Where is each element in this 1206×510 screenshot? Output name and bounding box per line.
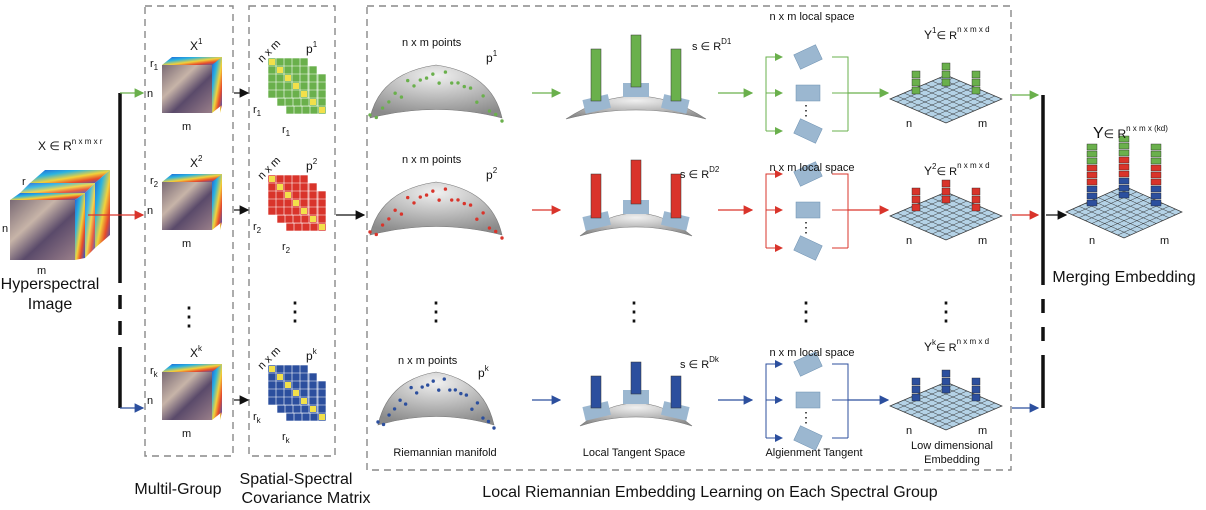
caption-multi-group: Multil-Group — [134, 481, 221, 498]
group-n-1: n — [147, 88, 153, 100]
merge-formula: Y∈ Rn x m x (kd) — [1093, 124, 1168, 142]
manifold-p-1: p1 — [486, 49, 498, 65]
manifold-p-2: p2 — [486, 166, 498, 182]
cov-r-bottom-2: r2 — [282, 241, 291, 255]
local-space-label-1: n x m local space — [770, 11, 855, 23]
group-m-3: m — [182, 428, 191, 440]
input-formula: X ∈ Rn x m x r — [38, 137, 103, 153]
local-space-label-3: n x m local space — [770, 347, 855, 359]
tangent-space-3 — [579, 361, 693, 427]
embedding-m-3: m — [978, 425, 987, 437]
svg-text:⋮: ⋮ — [799, 409, 813, 425]
group-r-3: rk — [150, 365, 159, 379]
group-label-1: X1 — [190, 37, 203, 53]
split-bar — [88, 88, 145, 413]
hyperspectral-cube — [10, 170, 110, 260]
group-n-2: n — [147, 205, 153, 217]
multi-group-box — [144, 5, 234, 457]
embedding-n-1: n — [906, 118, 912, 130]
alignment-3: ⋮ — [765, 351, 890, 451]
group-m-2: m — [182, 238, 191, 250]
tangent-s-1: s ∈ RD1 — [692, 37, 732, 53]
alignment-1: ⋮ — [765, 44, 890, 144]
input-caption-line2: Image — [28, 296, 73, 313]
cov-p-2: p2 — [306, 157, 318, 173]
cov-r-bottom-3: rk — [282, 431, 291, 445]
ellipsis-alignment: ⋮ — [793, 296, 819, 326]
tangent-space-1 — [565, 34, 707, 120]
svg-text:⋮: ⋮ — [799, 102, 813, 118]
tangent-s-3: s ∈ RDk — [680, 355, 720, 371]
embedding-label-1: Y1∈ Rn x m x d — [924, 25, 990, 42]
cov-r-2: r2 — [253, 221, 262, 235]
group-label-3: Xk — [190, 344, 203, 360]
covariance-matrix-2 — [267, 174, 327, 232]
cov-p-1: p1 — [306, 40, 318, 56]
stage-local-tangent-space: Local Tangent Space — [583, 447, 686, 459]
merge-n: n — [1089, 235, 1095, 247]
cov-r-1: r1 — [253, 104, 262, 118]
covariance-matrix-1 — [267, 57, 327, 115]
ellipsis-manifold: ⋮ — [423, 296, 449, 326]
local-space-label-2: n x m local space — [770, 162, 855, 174]
ellipsis-embedding: ⋮ — [933, 296, 959, 326]
stage-riemannian-manifold: Riemannian manifold — [393, 447, 496, 459]
alignment-2: ⋮ — [765, 161, 890, 261]
manifold-2 — [368, 181, 504, 240]
points-label-2: n x m points — [402, 154, 462, 166]
tangent-space-2 — [579, 159, 693, 237]
ellipsis-multigroup: ⋮ — [176, 301, 202, 331]
group-r-2: r2 — [150, 175, 159, 189]
covariance-matrix-3 — [267, 364, 327, 422]
tangent-s-2: s ∈ RD2 — [680, 165, 720, 181]
stage-alignment-tangent: Algienment Tangent — [765, 447, 862, 459]
covariance-box — [248, 5, 336, 457]
merged-embedding — [1065, 135, 1183, 239]
caption-cov-line1: Spatial-Spectral — [240, 471, 353, 488]
cov-p-3: pk — [306, 347, 318, 363]
merge-bar — [1012, 90, 1068, 413]
svg-text:⋮: ⋮ — [799, 219, 813, 235]
embedding-label-3: Yk∈ Rn x m x d — [924, 337, 989, 354]
group-cube-3 — [162, 364, 222, 420]
input-axis-r: r — [22, 176, 26, 188]
cov-r-bottom-1: r1 — [282, 124, 291, 138]
merge-m: m — [1160, 235, 1169, 247]
manifold-3 — [376, 371, 496, 430]
group-cube-1 — [162, 57, 222, 113]
group-r-1: r1 — [150, 58, 159, 72]
embedding-m-1: m — [978, 118, 987, 130]
ellipsis-covariance: ⋮ — [282, 296, 308, 326]
manifold-p-3: pk — [478, 364, 490, 380]
group-cube-2 — [162, 174, 222, 230]
embedding-grid-1 — [889, 62, 1003, 124]
input-caption-line1: Hyperspectral — [1, 276, 100, 293]
stage-low-dim-line2: Embedding — [924, 454, 980, 466]
caption-cov-line2: Covariance Matrix — [242, 490, 371, 507]
points-label-1: n x m points — [402, 37, 462, 49]
points-label-3: n x m points — [398, 355, 458, 367]
stage-low-dim-line1: Low dimensional — [911, 440, 993, 452]
cov-r-3: rk — [253, 411, 262, 425]
embedding-n-2: n — [906, 235, 912, 247]
input-axis-n: n — [2, 223, 8, 235]
embedding-label-2: Y2∈ Rn x m x d — [924, 161, 990, 178]
group-label-2: X2 — [190, 154, 203, 170]
caption-local-embedding: Local Riemannian Embedding Learning on E… — [482, 484, 938, 501]
merge-caption: Merging Embedding — [1052, 269, 1195, 286]
embedding-m-2: m — [978, 235, 987, 247]
embedding-grid-3 — [889, 369, 1003, 431]
ellipsis-tangent: ⋮ — [621, 296, 647, 326]
input-axis-m: m — [37, 265, 46, 277]
embedding-grid-2 — [889, 179, 1003, 241]
group-m-1: m — [182, 121, 191, 133]
manifold-1 — [368, 64, 504, 123]
embedding-n-3: n — [906, 425, 912, 437]
local-embedding-box — [366, 5, 1012, 471]
group-n-3: n — [147, 395, 153, 407]
